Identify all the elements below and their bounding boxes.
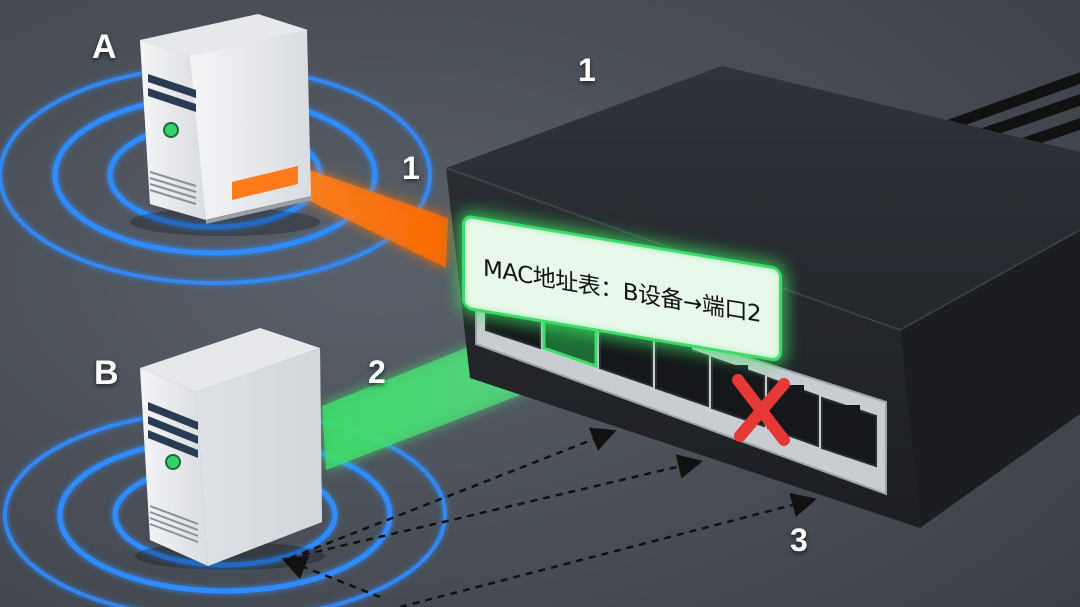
mac-table-text: MAC地址表：B设备→端口2 xyxy=(483,255,761,328)
server-b-icon xyxy=(135,328,325,570)
dashed-arrows xyxy=(281,427,817,607)
dashed-arrow-to-port-5 xyxy=(289,454,703,560)
device-a-label: A xyxy=(92,28,117,66)
path-3-label: 3 xyxy=(790,522,808,558)
path-2-label: 2 xyxy=(368,354,386,390)
switch-marker-label: 1 xyxy=(578,52,596,88)
port-4 xyxy=(655,336,709,408)
dashed-arrow-to-server-b xyxy=(281,555,381,599)
dashed-arrow-to-port-7 xyxy=(399,492,817,607)
dashed-arrow-to-port-3 xyxy=(289,427,617,560)
server-a-icon xyxy=(130,14,320,236)
port-7 xyxy=(821,396,877,468)
port-5 xyxy=(711,356,765,428)
red-x-icon xyxy=(732,374,790,446)
path-1-label: 1 xyxy=(402,150,420,186)
device-b-label: B xyxy=(94,354,119,392)
